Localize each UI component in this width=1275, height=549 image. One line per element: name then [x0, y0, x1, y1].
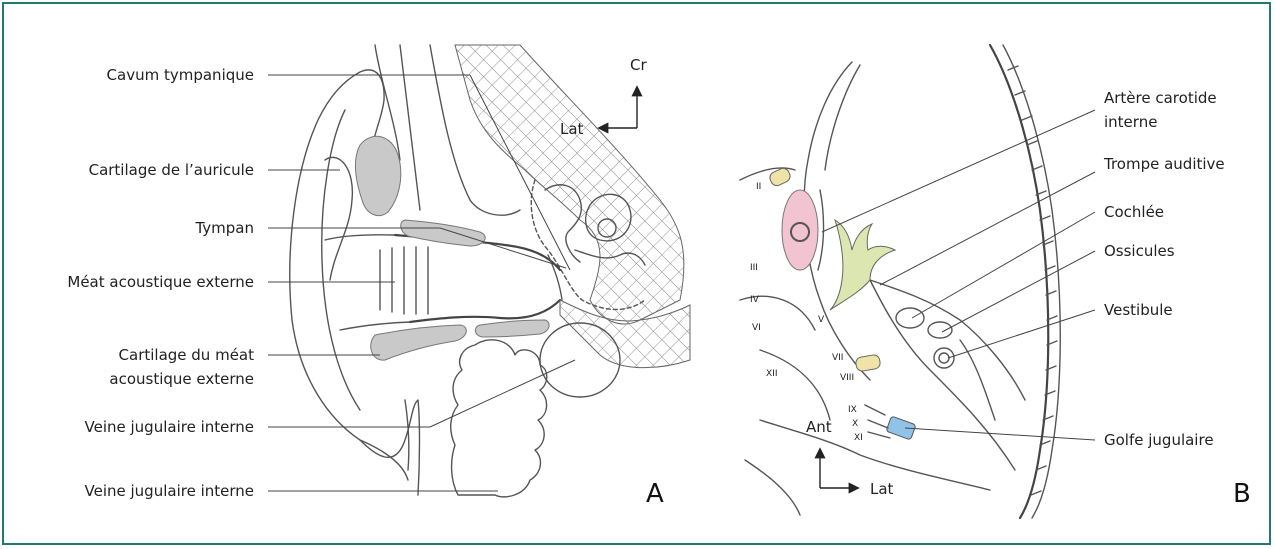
- nerve-label-viii: VIII: [840, 373, 854, 383]
- orientation-lat-label-a: Lat: [560, 120, 584, 138]
- label-tympan: Tympan: [194, 219, 254, 237]
- nerve-label-iii: III: [750, 263, 758, 273]
- nerve-label-v: V: [818, 315, 825, 325]
- label-meat-acoustique-externe: Méat acoustique externe: [67, 273, 254, 291]
- label-artere-carotide-line1: Artère carotide: [1104, 89, 1217, 107]
- panel-b-letter: B: [1233, 479, 1251, 509]
- nerve-label-iv: IV: [750, 295, 760, 305]
- nerve-label-x: X: [852, 419, 858, 429]
- label-artere-carotide-line2: interne: [1104, 113, 1157, 131]
- label-cartilage-meat-line2: acoustique externe: [109, 370, 254, 388]
- nerve-label-xi: XI: [854, 433, 863, 443]
- nerve-label-vi: VI: [752, 323, 761, 333]
- orientation-ant-label: Ant: [806, 418, 832, 436]
- label-cartilage-meat-line1: Cartilage du méat: [119, 346, 255, 364]
- orientation-lat-label-b: Lat: [870, 480, 894, 498]
- orientation-cr-label: Cr: [630, 56, 647, 74]
- label-trompe-auditive: Trompe auditive: [1103, 155, 1225, 173]
- nerve-label-ix: IX: [848, 405, 857, 415]
- label-veine-jugulaire-1: Veine jugulaire interne: [85, 418, 254, 436]
- label-golfe-jugulaire: Golfe jugulaire: [1104, 431, 1214, 449]
- label-cochlee: Cochlée: [1104, 203, 1164, 221]
- label-ossicules: Ossicules: [1104, 242, 1175, 260]
- nerve-label-vii: VII: [832, 353, 843, 363]
- panel-b-orientation: [820, 450, 857, 488]
- label-cartilage-auricule: Cartilage de l’auricule: [89, 161, 254, 179]
- panel-b-drawing: [740, 45, 1060, 518]
- nerve-label-xii: XII: [766, 369, 777, 379]
- label-cavum-tympanique: Cavum tympanique: [107, 66, 254, 84]
- panel-a-orientation: [600, 88, 637, 128]
- nerve-label-ii: II: [756, 182, 761, 192]
- panel-a-letter: A: [646, 479, 664, 509]
- label-vestibule: Vestibule: [1104, 301, 1173, 319]
- label-veine-jugulaire-2: Veine jugulaire interne: [85, 482, 254, 500]
